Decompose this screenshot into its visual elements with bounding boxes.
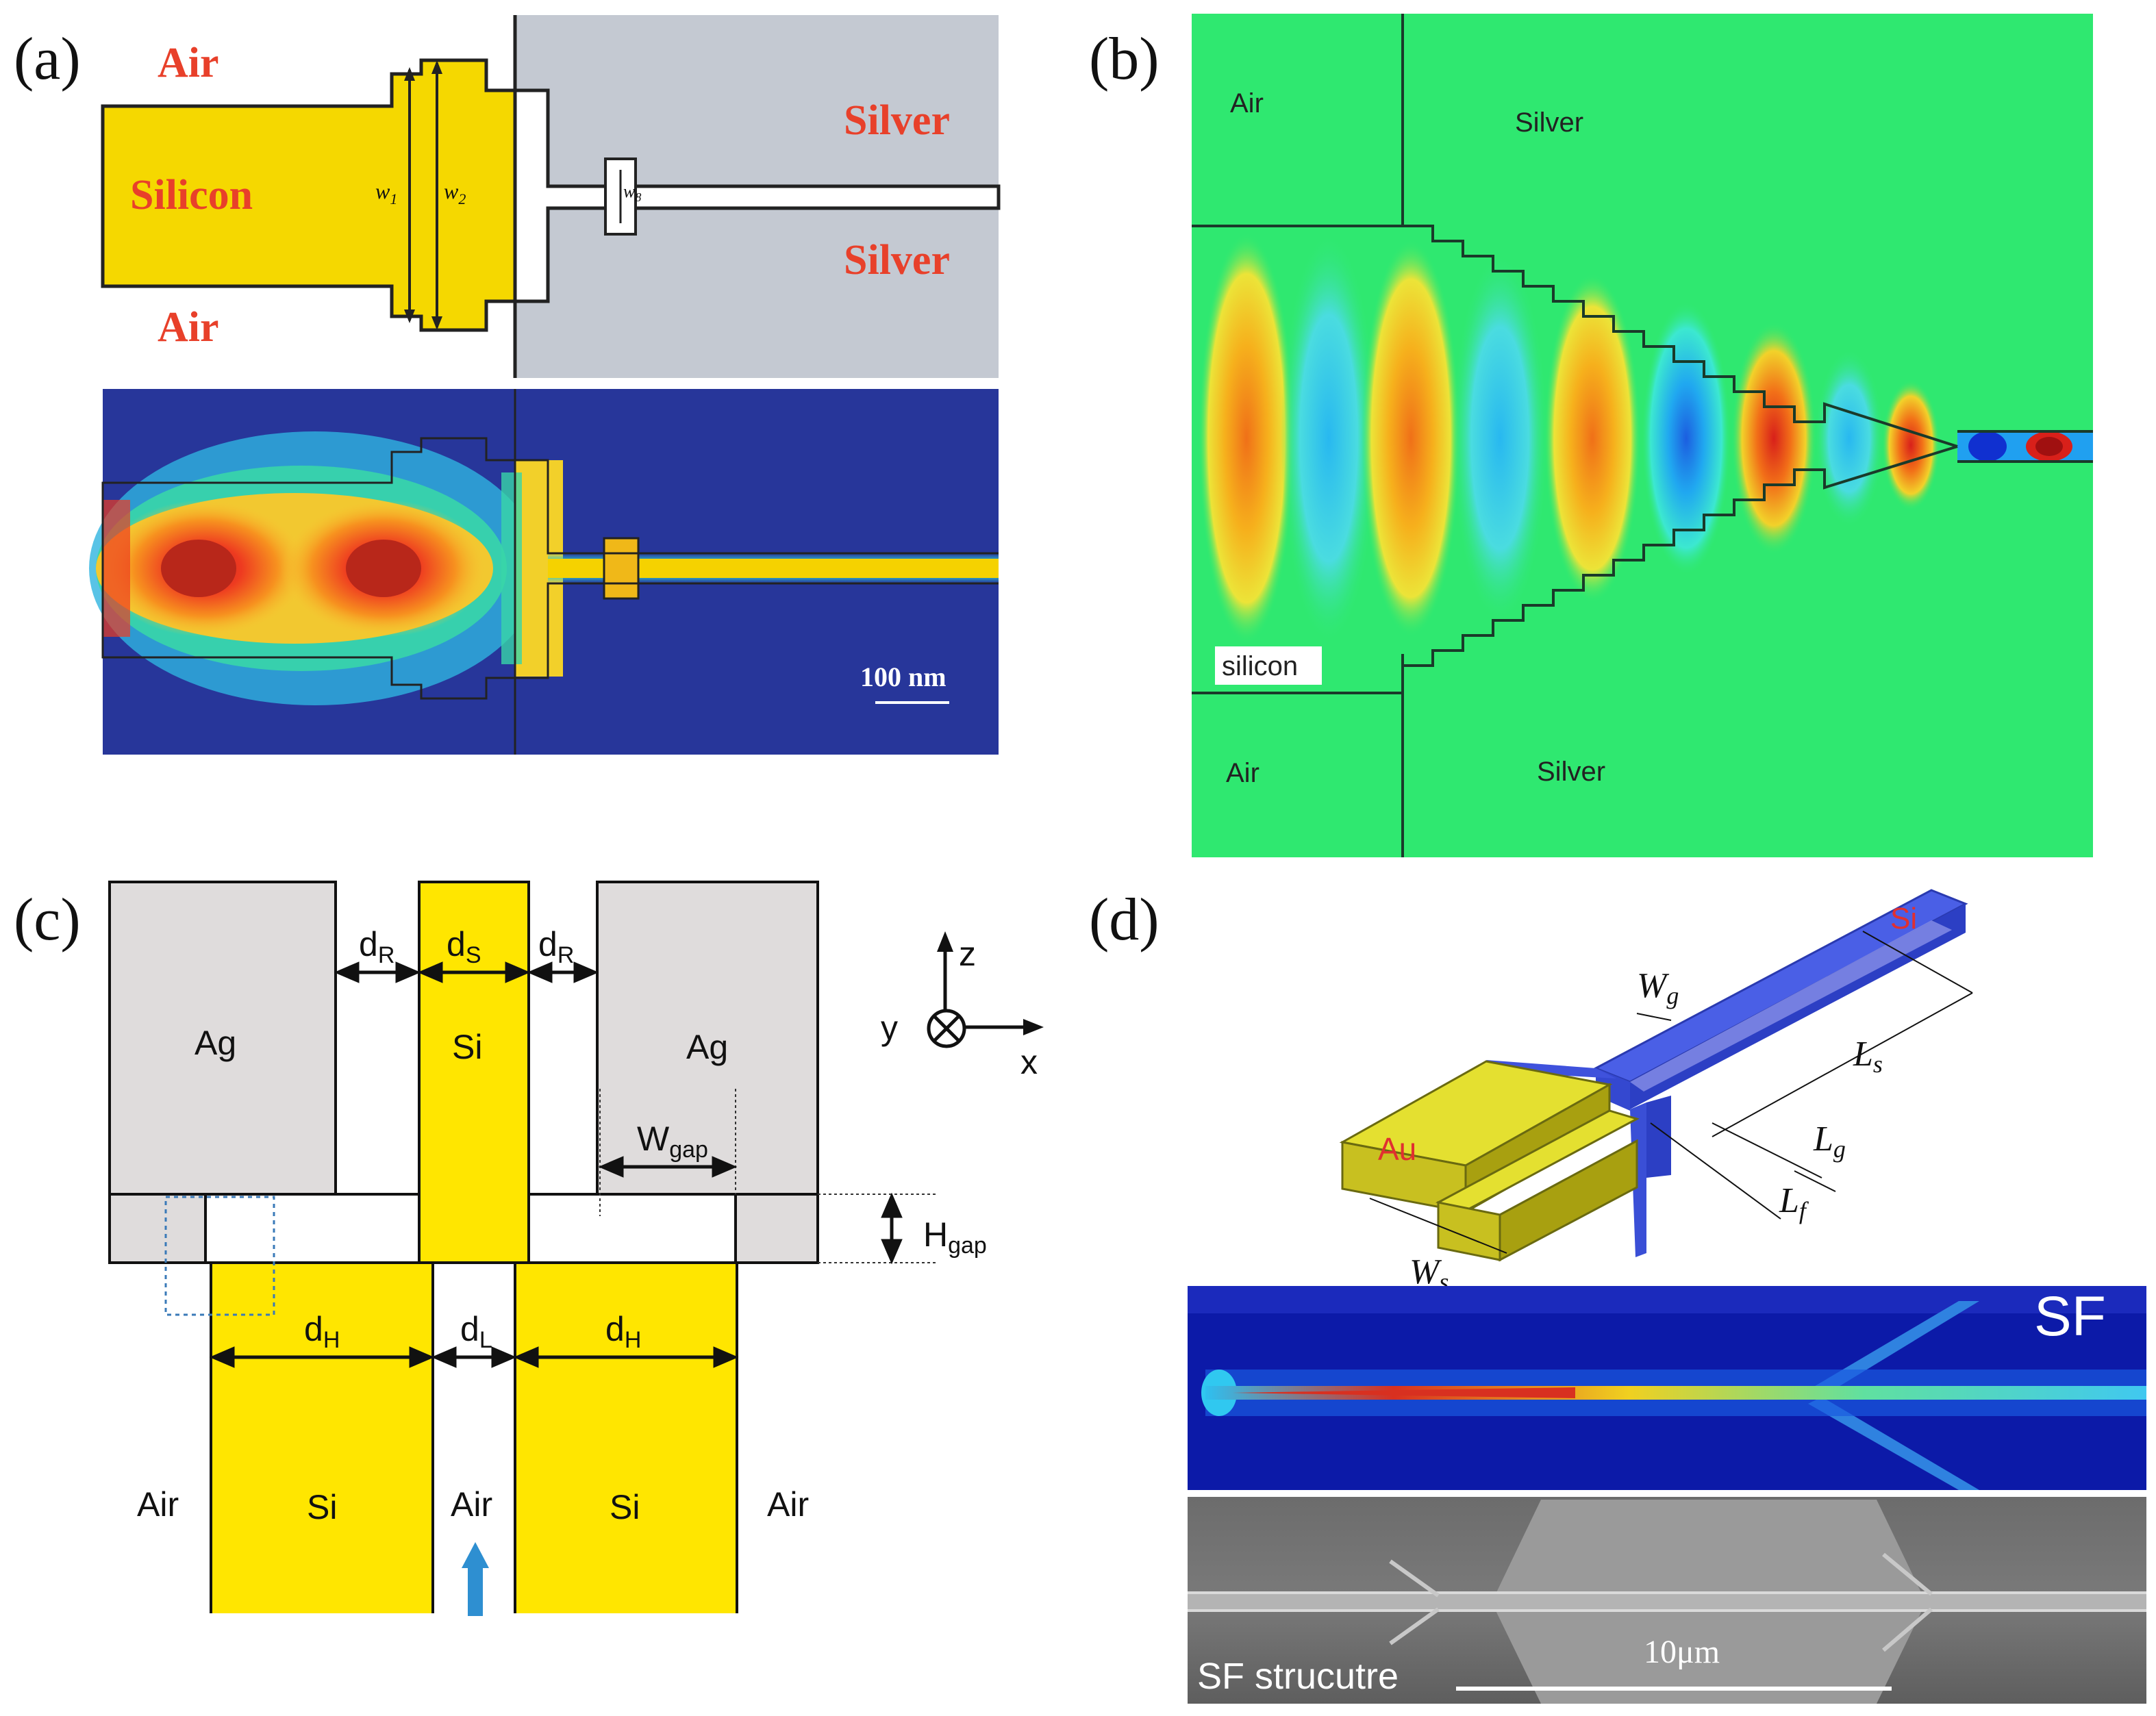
ag-left-block (108, 881, 337, 1196)
panel-b-boundaries (1192, 14, 2093, 857)
label-air-top-b: Air (1230, 88, 1264, 118)
dim-dS: dS (447, 925, 481, 968)
dim-dH-right: dH (605, 1310, 641, 1353)
ag-right-foot (734, 1193, 819, 1264)
label-si-top: Si (452, 1028, 482, 1066)
si-bottom-left (211, 1263, 433, 1613)
dim-ls: Ls (1853, 1035, 1883, 1078)
panel-d-sem-image: SF strucutre 10μm (1188, 1497, 2146, 1704)
ag-left-foot (108, 1193, 207, 1264)
panel-d-tag: (d) (1089, 887, 1160, 953)
label-air-top: Air (158, 40, 219, 86)
label-air-left: Air (137, 1485, 179, 1524)
panel-b-tag: (b) (1089, 26, 1160, 92)
sem-scale-label: 10μm (1644, 1634, 1720, 1670)
label-sf: SF (2034, 1285, 2106, 1348)
label-ag-right: Ag (686, 1028, 728, 1066)
axes-glyph: z y x (881, 931, 1044, 1081)
label-air-bottom: Air (158, 304, 219, 351)
panel-d-field-map: SF (1188, 1285, 2146, 1490)
ag-right-block (596, 881, 819, 1196)
w8-label: w8 (623, 181, 641, 204)
panel-c-tag: (c) (14, 887, 81, 953)
label-ag-left: Ag (195, 1024, 236, 1062)
label-silver-bottom: Silver (844, 237, 950, 283)
panel-d-3d-schematic: Si Au Wg Ls Lg Lf Ws (1339, 889, 1973, 1296)
scale-bar-label: 100 nm (860, 661, 947, 692)
label-silver-top: Silver (844, 97, 950, 144)
panel-a-tag: (a) (14, 26, 81, 92)
label-si-left: Si (307, 1488, 337, 1526)
sem-caption: SF strucutre (1197, 1656, 1399, 1697)
si-top-slot (418, 881, 530, 1264)
label-silver-top-b: Silver (1515, 108, 1583, 138)
panel-c-dimensions (209, 961, 903, 1368)
detail-box (164, 1196, 275, 1316)
dim-wg: Wg (1637, 966, 1679, 1009)
axis-y: y (881, 1009, 898, 1047)
panel-d: (d) (1089, 887, 2146, 1704)
label-silicon: Silicon (130, 172, 253, 218)
panel-a: (a) w1 w2 w8 Air Silicon Air Silver Silv… (14, 15, 1001, 755)
input-arrow (462, 1542, 489, 1616)
label-si-right: Si (610, 1488, 640, 1526)
dim-hgap: Hgap (923, 1215, 987, 1259)
si-bottom-right (515, 1263, 737, 1613)
label-air-mid: Air (451, 1485, 492, 1524)
label-silver-bottom-b: Silver (1537, 757, 1605, 787)
label-air-bottom-b: Air (1226, 758, 1259, 788)
w1-label: w1 (375, 179, 397, 207)
axis-x: x (1020, 1043, 1038, 1081)
dim-dR-left: dR (359, 925, 394, 968)
panel-a-field-map: 100 nm (89, 389, 999, 755)
w2-label: w2 (444, 179, 466, 207)
label-silicon-b: silicon (1222, 651, 1298, 681)
panel-c: (c) (14, 881, 1044, 1616)
panel-a-schematic: w1 w2 w8 Air Silicon Air Silver Silver (101, 15, 1001, 378)
axis-z: z (959, 935, 976, 973)
dim-wgap: Wgap (637, 1120, 708, 1163)
silicon-label-box (1215, 646, 1322, 685)
dim-lg: Lg (1813, 1120, 1846, 1163)
panel-b: (b) Air Silver silicon Air (1089, 14, 2093, 857)
label-air-right: Air (767, 1485, 809, 1524)
dim-dL: dL (460, 1310, 492, 1353)
dim-dH-left: dH (304, 1310, 340, 1353)
label-au: Au (1378, 1131, 1416, 1167)
dim-lf: Lf (1779, 1181, 1809, 1224)
slot-waveguide-gap (513, 88, 1001, 303)
label-si-d: Si (1890, 902, 1917, 935)
dim-dR-right: dR (538, 925, 574, 968)
